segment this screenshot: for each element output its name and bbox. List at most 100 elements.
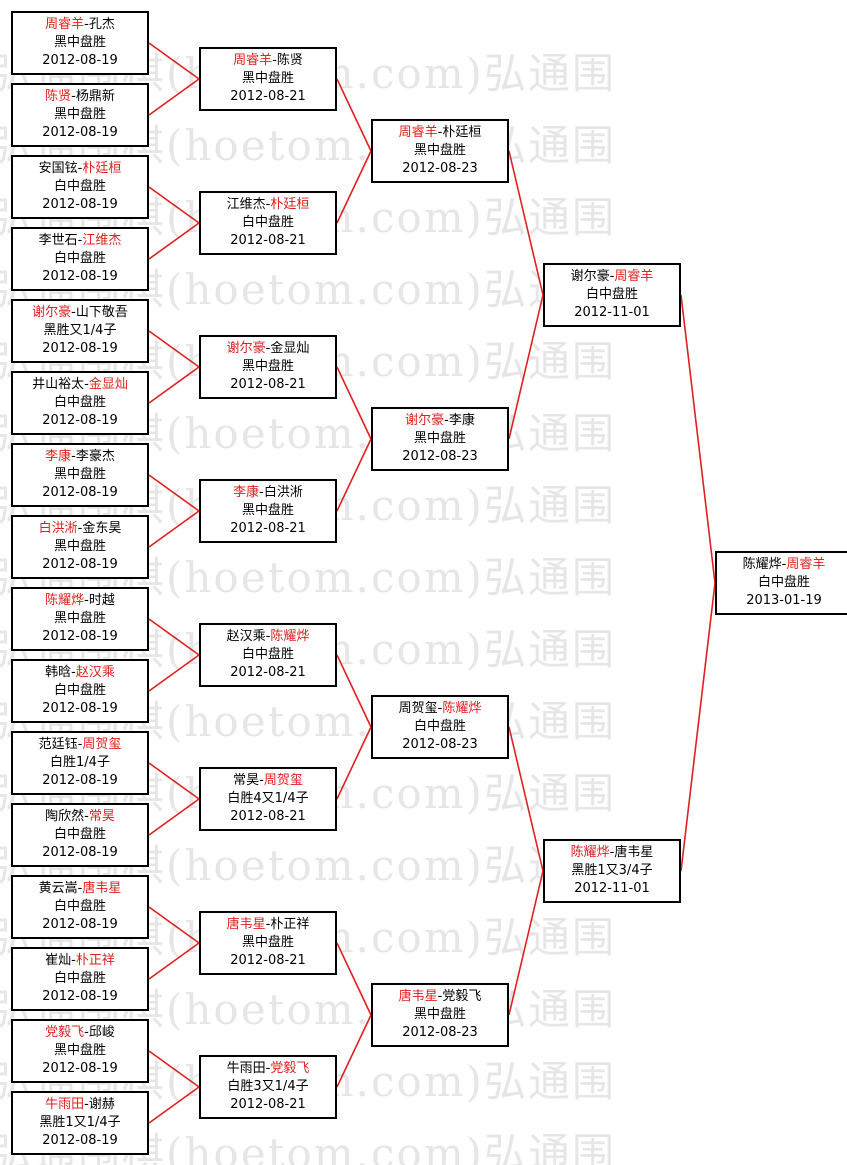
match-players: 李世石-江维杰: [13, 232, 147, 250]
match-players: 韩晗-赵汉乘: [13, 664, 147, 682]
player-two: 陈耀烨: [442, 701, 482, 716]
match-date: 2012-08-19: [42, 629, 118, 644]
match-date: 2012-11-01: [574, 881, 650, 896]
player-two: 周睿羊: [786, 557, 826, 572]
player-two: 赵汉乘: [75, 665, 115, 680]
player-one: 陈耀烨: [45, 593, 85, 608]
match-result: 白中盘胜: [53, 971, 106, 986]
match-players: 谢尔豪-李康: [373, 412, 507, 430]
match-players: 陶欣然-常昊: [13, 808, 147, 826]
match-date: 2012-08-23: [402, 449, 478, 464]
separator: -: [77, 521, 83, 536]
player-one: 周睿羊: [45, 17, 85, 32]
player-two: 金显灿: [270, 341, 310, 356]
player-two: 杨鼎新: [75, 89, 115, 104]
player-two: 党毅飞: [270, 1061, 310, 1076]
match-result: 黑中盘胜: [53, 611, 106, 626]
match-date: 2012-08-21: [230, 233, 306, 248]
player-one: 谢尔豪: [570, 269, 610, 284]
player-two: 时越: [88, 593, 115, 608]
match-players: 赵汉乘-陈耀烨: [201, 628, 335, 646]
match-date: 2012-08-21: [230, 377, 306, 392]
match-date: 2012-08-19: [42, 989, 118, 1004]
separator: -: [265, 629, 271, 644]
player-one: 崔灿: [45, 953, 72, 968]
connector-line: [148, 762, 200, 800]
match-date: 2012-08-23: [402, 161, 478, 176]
player-one: 牛雨田: [226, 1061, 266, 1076]
match-result: 白中盘胜: [53, 251, 106, 266]
match-result: 黑胜1又3/4子: [571, 863, 653, 878]
player-two: 朴廷桓: [442, 125, 482, 140]
connector-line: [148, 366, 200, 404]
match-date: 2012-08-23: [402, 737, 478, 752]
match-date: 2012-08-19: [42, 269, 118, 284]
match-players: 陈耀烨-唐韦星: [545, 844, 679, 862]
match-date: 2012-11-01: [574, 305, 650, 320]
match-players: 周睿羊-孔杰: [13, 16, 147, 34]
connector-line: [508, 150, 544, 296]
match-players: 唐韦星-朴正祥: [201, 916, 335, 934]
match-result: 白中盘胜: [53, 683, 106, 698]
match-result: 黑中盘胜: [413, 431, 466, 446]
match-players: 谢尔豪-金显灿: [201, 340, 335, 358]
match-players: 白洪淅-金东昊: [13, 520, 147, 538]
connector-line: [336, 78, 372, 152]
player-one: 赵汉乘: [226, 629, 266, 644]
player-one: 井山裕太: [32, 377, 85, 392]
player-two: 朴正祥: [75, 953, 115, 968]
match-players: 陈耀烨-周睿羊: [717, 556, 847, 574]
match-players: 李康-白洪淅: [201, 484, 335, 502]
player-one: 谢尔豪: [226, 341, 266, 356]
connector-line: [680, 294, 716, 584]
match-date: 2012-08-21: [230, 665, 306, 680]
player-two: 李康: [448, 413, 475, 428]
player-one: 韩晗: [45, 665, 72, 680]
match-date: 2012-08-21: [230, 89, 306, 104]
connector-line: [336, 726, 372, 800]
player-two: 金东昊: [82, 521, 122, 536]
connector-line: [148, 1050, 200, 1088]
player-two: 陈耀烨: [270, 629, 310, 644]
match-result: 白中盘胜: [53, 827, 106, 842]
player-one: 常昊: [233, 773, 260, 788]
separator: -: [71, 449, 76, 464]
connector-line: [148, 942, 200, 980]
player-one: 李康: [45, 449, 72, 464]
match-players: 安国铉-朴廷桓: [13, 160, 147, 178]
separator: -: [84, 593, 89, 608]
player-two: 朴廷桓: [82, 161, 122, 176]
connector-line: [148, 330, 200, 368]
match-box-r1m9: 陈耀烨-时越黑中盘胜 2012-08-19: [11, 587, 149, 651]
connector-line: [148, 906, 200, 944]
match-date: 2012-08-23: [402, 1025, 478, 1040]
player-one: 陶欣然: [45, 809, 85, 824]
match-result: 白中盘胜: [585, 287, 638, 302]
player-one: 陈耀烨: [570, 845, 610, 860]
player-one: 周睿羊: [233, 53, 273, 68]
player-one: 白洪淅: [38, 521, 78, 536]
player-two: 山下敬吾: [75, 305, 128, 320]
match-date: 2012-08-19: [42, 557, 118, 572]
match-players: 周睿羊-朴廷桓: [373, 124, 507, 142]
player-two: 唐韦星: [614, 845, 654, 860]
separator: -: [71, 665, 76, 680]
connector-line: [148, 798, 200, 836]
player-two: 李豪杰: [75, 449, 115, 464]
separator: -: [84, 1097, 89, 1112]
player-two: 陈贤: [276, 53, 303, 68]
connector-line: [336, 150, 372, 224]
match-date: 2013-01-19: [746, 593, 822, 608]
separator: -: [71, 305, 76, 320]
separator: -: [259, 773, 264, 788]
match-result: 白胜3又1/4子: [227, 1079, 309, 1094]
match-date: 2012-08-19: [42, 1133, 118, 1148]
